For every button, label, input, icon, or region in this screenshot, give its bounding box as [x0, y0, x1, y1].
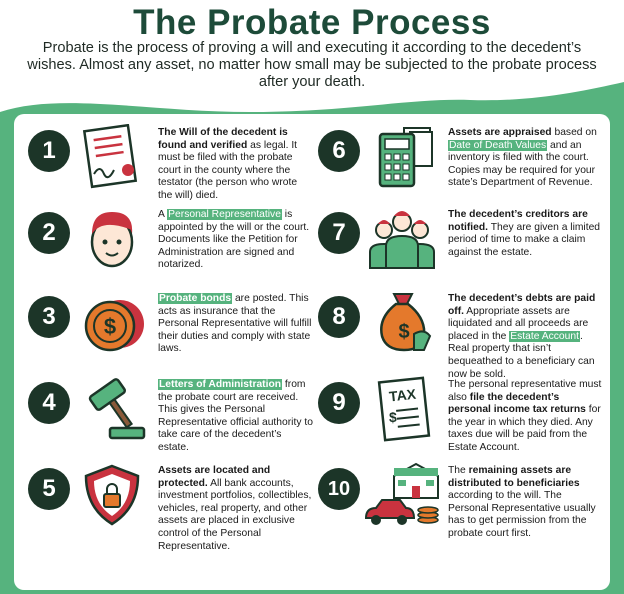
step-description: The remaining assets are distributed to … — [448, 465, 604, 541]
step-text-part: Personal Representative — [167, 209, 282, 220]
step-description: A Personal Representative is appointed b… — [158, 209, 314, 272]
step-text-part: Date of Death Values — [448, 139, 548, 151]
page-title: The Probate Process — [133, 3, 491, 42]
step-description: The personal representative must also fi… — [448, 379, 604, 455]
step-text-part: Letters of Administration — [158, 379, 283, 390]
representative-face-icon — [74, 206, 150, 272]
step-8: 8 $ The decedent’s debts are paid off. A… — [318, 290, 608, 380]
step-text-part: Appropriate assets are liquidated and al… — [448, 305, 589, 342]
step-number-badge: 7 — [318, 212, 360, 254]
svg-text:$: $ — [104, 314, 116, 339]
svg-text:$: $ — [398, 321, 409, 343]
step-number-badge: 6 — [318, 130, 360, 172]
step-text-part: Estate Account — [509, 330, 580, 342]
step-text-part: The decedent’s creditors are notified. — [448, 209, 588, 233]
page-subtitle: Probate is the process of proving a will… — [27, 40, 597, 90]
step-number-badge: 8 — [318, 296, 360, 338]
step-number-badge: 1 — [28, 130, 70, 172]
step-description: Probate bonds are posted. This acts as i… — [158, 293, 314, 356]
gavel-icon — [74, 376, 150, 442]
step-text-part: remaining assets are distributed to bene… — [448, 465, 580, 489]
house-car-coins-icon — [364, 462, 440, 528]
step-text-part: Assets are located and protected. — [158, 465, 271, 489]
step-text-part: A — [158, 209, 168, 220]
step-text-part: for the year in which they died. Any tax… — [448, 404, 601, 453]
will-document-icon — [74, 123, 150, 190]
step-text-part: They are given a limited period of time … — [448, 221, 601, 258]
step-text-part: from the probate court are received. Thi… — [158, 379, 313, 453]
step-text-part: and an inventory is filed with the court… — [448, 139, 596, 189]
step-9: 9 TAX $The personal representative must … — [318, 376, 608, 462]
step-2: 2 A Personal Representative is appointed… — [28, 206, 318, 292]
step-description: Letters of Administration from the proba… — [158, 379, 314, 455]
step-text-part: The — [448, 465, 469, 476]
tax-form-icon: TAX $ — [364, 376, 440, 442]
step-text-part: is appointed by the will or the court. D… — [158, 209, 310, 271]
calculator-icon — [364, 124, 440, 190]
step-number-badge: 4 — [28, 382, 70, 424]
step-5: 5 Assets are located and protected. All … — [28, 462, 318, 552]
shield-lock-icon — [74, 462, 150, 528]
step-text-part: file the decedent’s personal income tax … — [448, 391, 586, 416]
step-3: 3 $ Probate bonds are posted. This acts a… — [28, 290, 318, 376]
step-number-badge: 5 — [28, 468, 70, 510]
step-text-part: The personal representative must also — [448, 379, 602, 403]
step-text-part: are posted. This acts as insurance that … — [158, 293, 312, 355]
step-text-part: All bank accounts, investment portfolios… — [158, 477, 312, 552]
step-4: 4 Letters of Administration from the pro… — [28, 376, 318, 462]
step-description: The Will of the decedent is found and ve… — [158, 127, 314, 203]
step-text-part: as legal. It must be filed with the prob… — [158, 139, 298, 201]
svg-text:$: $ — [389, 409, 397, 425]
step-text-part: Assets are appraised — [448, 127, 552, 138]
step-text-part: based on — [551, 127, 597, 138]
step-number-badge: 3 — [28, 296, 70, 338]
step-text-part: according to the will. The Personal Repr… — [448, 490, 596, 539]
step-description: The decedent’s debts are paid off. Appro… — [448, 293, 604, 381]
step-text-part: The decedent’s debts are paid off. — [448, 293, 596, 317]
step-10: 10 The remaining assets are distributed … — [318, 462, 608, 548]
step-1: 1 The Will of the decedent is found and … — [28, 123, 318, 210]
step-description: The decedent’s creditors are notified. T… — [448, 209, 604, 259]
svg-text:TAX: TAX — [388, 386, 417, 405]
step-text-part: Probate bonds — [158, 293, 233, 304]
creditors-group-icon — [364, 206, 440, 272]
step-text-part: . Real property that isn’t bequeathed to… — [448, 330, 595, 380]
step-description: Assets are located and protected. All ba… — [158, 465, 314, 553]
step-description: Assets are appraised based on Date of De… — [448, 127, 604, 190]
coins-icon: $ — [74, 290, 150, 356]
step-7: 7 The decedent’s creditors are notified.… — [318, 206, 608, 292]
money-bag-hand-icon: $ — [364, 290, 440, 356]
step-6: 6 Assets are appraised based on Date of … — [318, 124, 608, 210]
step-text-part: The Will of the decedent is found and ve… — [158, 127, 288, 151]
step-number-badge: 9 — [318, 382, 360, 424]
step-number-badge: 10 — [318, 468, 360, 510]
step-number-badge: 2 — [28, 212, 70, 254]
